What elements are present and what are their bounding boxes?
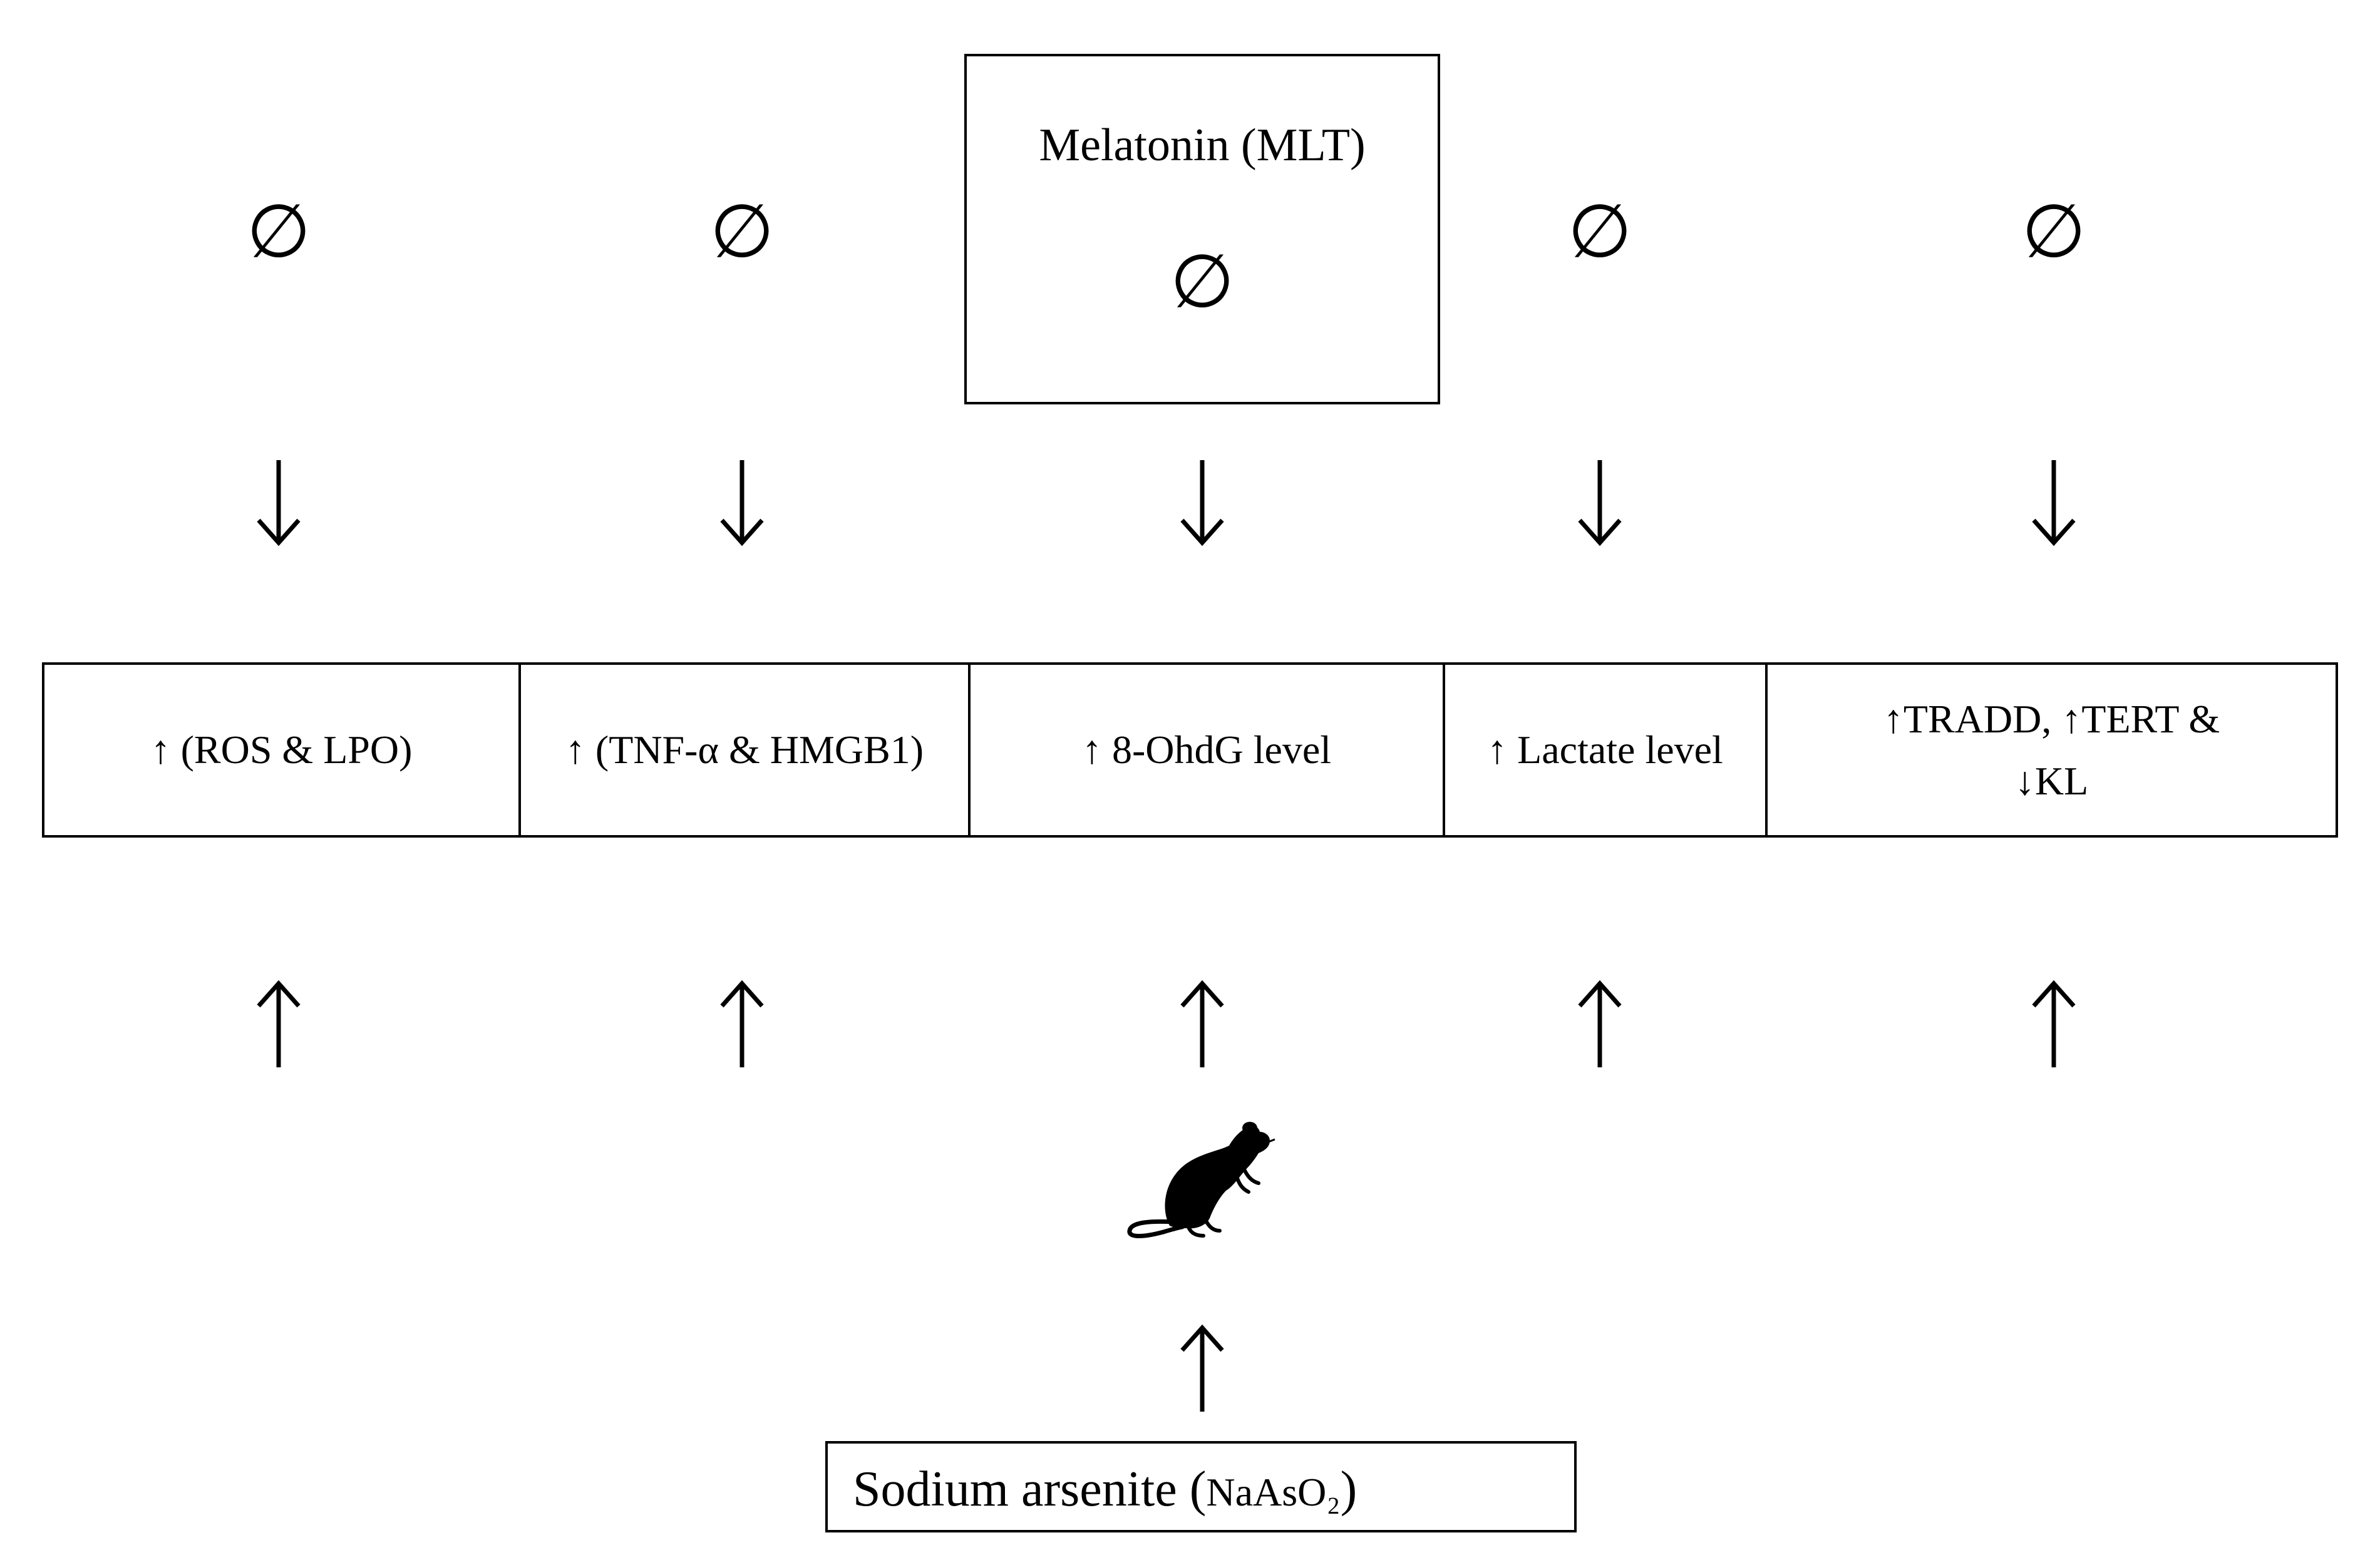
effect-cell-8ohdg: ↑ 8-OhdG level <box>968 665 1443 835</box>
down-arrow-icon-col1 <box>257 460 301 547</box>
effects-row: ↑ (ROS & LPO) ↑ (TNF-α & HMGB1) ↑ 8-OhdG… <box>42 662 2338 838</box>
melatonin-box: Melatonin (MLT) ∅ <box>964 54 1440 404</box>
down-arrow-icon-col2 <box>720 460 764 547</box>
empty-set-icon-col1: ∅ <box>246 188 311 274</box>
effect-cell-lactate: ↑ Lactate level <box>1443 665 1765 835</box>
sodium-arsenite-label: Sodium arsenite (NaAsO₂) <box>853 1461 1357 1518</box>
sodium-arsenite-close: ) <box>1340 1462 1357 1517</box>
up-arrow-icon-col4 <box>1578 980 1622 1067</box>
effect-cell-ros-lpo: ↑ (ROS & LPO) <box>44 665 518 835</box>
melatonin-label: Melatonin (MLT) <box>1039 120 1366 171</box>
effect-text: ↑ 8-OhdG level <box>1081 727 1332 772</box>
effect-text: ↑ (ROS & LPO) <box>150 727 413 772</box>
sodium-arsenite-box: Sodium arsenite (NaAsO₂) <box>825 1441 1577 1532</box>
down-arrow-icon-col3 <box>1180 460 1224 547</box>
up-arrow-icon-col5 <box>2032 980 2076 1067</box>
up-arrow-icon-arsenite <box>1180 1324 1224 1412</box>
up-arrow-icon-col1 <box>257 980 301 1067</box>
rat-icon <box>1127 1122 1275 1238</box>
sodium-arsenite-name: Sodium arsenite ( <box>853 1462 1207 1517</box>
sodium-arsenite-formula: NaAsO₂ <box>1206 1470 1341 1514</box>
effect-cell-tradd-tert-kl: ↑TRADD, ↑TERT & ↓KL <box>1765 665 2336 835</box>
up-arrow-icon-col3 <box>1180 980 1224 1067</box>
empty-set-icon-col4: ∅ <box>1567 188 1632 274</box>
effect-text-line2: ↓KL <box>2014 759 2089 803</box>
down-arrow-icon-col5 <box>2032 460 2076 547</box>
effect-text: ↑ (TNF-α & HMGB1) <box>565 727 924 772</box>
empty-set-icon-col2: ∅ <box>709 188 775 274</box>
down-arrow-icon-col4 <box>1578 460 1622 547</box>
empty-set-icon-col5: ∅ <box>2021 188 2086 274</box>
effect-text-line1: ↑TRADD, ↑TERT & <box>1883 696 2220 741</box>
effect-text: ↑ Lactate level <box>1487 727 1723 772</box>
effect-cell-tnf-hmgb1: ↑ (TNF-α & HMGB1) <box>518 665 968 835</box>
melatonin-empty-set-icon: ∅ <box>1170 238 1235 324</box>
up-arrow-icon-col2 <box>720 980 764 1067</box>
